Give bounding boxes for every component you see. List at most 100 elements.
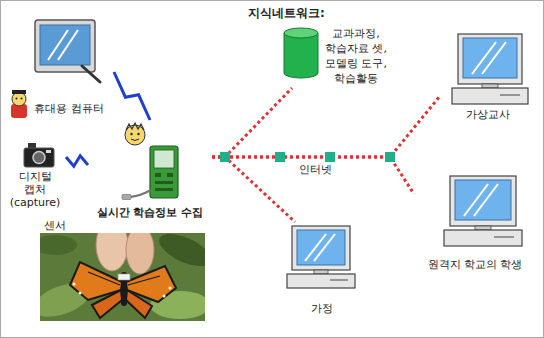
digital-camera-icon <box>24 143 54 167</box>
network-label: 인터넷 <box>285 163 345 176</box>
node-body-text: 교과과정, 학습자료 셋, 모델링 도구, 학습활동 <box>320 26 392 86</box>
network-hub <box>220 152 395 162</box>
cartoon-figure <box>12 92 26 106</box>
student-face-figure <box>137 133 139 135</box>
node-label: 센서 <box>44 219 84 232</box>
device-node: 실시간 학습정보 수집 <box>88 120 212 221</box>
handheld-computer-icon <box>35 20 100 82</box>
butterfly-photo <box>96 233 128 271</box>
pda-device <box>155 181 173 184</box>
network-hub <box>325 152 335 162</box>
student-face-figure <box>130 133 132 135</box>
icon-label: 휴대용 컴퓨터 <box>24 15 114 119</box>
network-hub <box>220 152 230 162</box>
digital-camera-icon <box>46 150 51 153</box>
knowledge-network-label: 지식네트워크: 교과과정, 학습자료 셋, 모델링 도구, 학습활동 <box>246 4 392 88</box>
sensor-probe <box>122 195 131 200</box>
handheld-computer-icon <box>40 25 90 65</box>
node-label: 디지털 캡처 <box>12 170 58 196</box>
butterfly-photo <box>126 233 154 274</box>
computer-icon-home <box>287 226 355 288</box>
butterfly-photo <box>88 272 120 285</box>
digital-camera-icon <box>28 143 36 148</box>
network-link <box>212 96 440 157</box>
computer-node: 가상교사 <box>440 30 536 124</box>
computer-icon-home <box>305 234 326 261</box>
butterfly-photo <box>92 290 122 318</box>
butterfly-photo <box>73 283 76 286</box>
butterfly-photo <box>126 290 152 318</box>
handheld-computer-icon <box>48 30 68 60</box>
pda-device <box>155 188 173 191</box>
butterfly-photo <box>40 235 77 255</box>
computer-icon-remote-student <box>475 226 491 230</box>
database-cylinder <box>284 33 318 78</box>
icon-label: 디지털 캡처(capture) <box>4 138 66 214</box>
computer-icon-virtual-teacher <box>452 88 528 104</box>
student-face-figure <box>125 125 145 145</box>
pda-device <box>154 150 174 168</box>
sensor-probe <box>130 190 151 197</box>
computer-icon-virtual-teacher <box>482 42 506 74</box>
butterfly-photo <box>40 233 205 321</box>
network-hub <box>385 152 395 162</box>
pda-device <box>155 173 161 177</box>
computer-icon-home <box>292 226 350 270</box>
database-cylinder <box>284 28 318 78</box>
wireless-bolt <box>114 72 150 120</box>
computer-icon-remote-student <box>450 176 516 226</box>
node-body-text: (capture) <box>4 196 66 209</box>
node-label: 원격지 학교의 학생 <box>414 258 536 271</box>
student-face-figure <box>131 139 139 141</box>
butterfly-photo <box>163 295 166 298</box>
computer-icon-virtual-teacher <box>472 42 496 74</box>
pda-device <box>150 146 178 198</box>
digital-camera-icon <box>33 152 45 164</box>
sensor-node: 센서 <box>38 218 208 324</box>
database-cylinder <box>284 28 318 38</box>
network-hub <box>275 152 285 162</box>
computer-node: 원격지 학교의 학생 <box>414 172 536 278</box>
handheld-computer-icon <box>35 20 95 72</box>
pda-device <box>150 146 178 198</box>
computer-icon-remote-student <box>444 176 522 246</box>
node-label: 가정 <box>284 302 360 315</box>
handheld-computer-icon <box>82 66 100 82</box>
network-link <box>212 88 292 157</box>
node-label: 지식네트워크: <box>248 6 358 21</box>
cartoon-figure <box>12 90 26 94</box>
cartoon-figure <box>16 98 18 100</box>
computer-icon-remote-student <box>494 237 514 238</box>
computer-icon-virtual-teacher <box>500 95 520 96</box>
computer-icon-home <box>314 234 335 261</box>
digital-camera-icon <box>24 148 54 167</box>
cartoon-figure <box>11 90 27 118</box>
handheld-computer-icon <box>58 30 78 60</box>
computer-icon-remote-student <box>455 180 511 220</box>
network-link <box>212 157 295 222</box>
computer-node: 가정 <box>284 222 360 320</box>
cartoon-figure <box>21 98 23 100</box>
node-label: 실시간 학습정보 수집 <box>88 206 212 219</box>
butterfly-photo <box>128 276 160 285</box>
wireless-bolt <box>66 156 88 166</box>
computer-icon-home <box>287 274 355 288</box>
computer-icon-home <box>330 280 348 281</box>
computer-icon-remote-student <box>474 184 498 216</box>
computer-icon-home <box>314 270 328 274</box>
network-link <box>212 157 414 194</box>
computer-icon-home <box>297 230 345 265</box>
computer-icon-remote-student <box>464 184 488 216</box>
computer-icon-virtual-teacher <box>458 34 522 84</box>
student-face-figure <box>126 123 144 130</box>
node-label: 휴대용 컴퓨터 <box>24 102 114 115</box>
computer-icon-virtual-teacher <box>463 38 517 78</box>
butterfly-photo <box>118 274 130 280</box>
butterfly-photo <box>79 292 82 295</box>
butterfly-photo <box>169 287 172 290</box>
computer-icon-remote-student <box>444 230 522 246</box>
computer-icon-virtual-teacher <box>452 34 528 104</box>
